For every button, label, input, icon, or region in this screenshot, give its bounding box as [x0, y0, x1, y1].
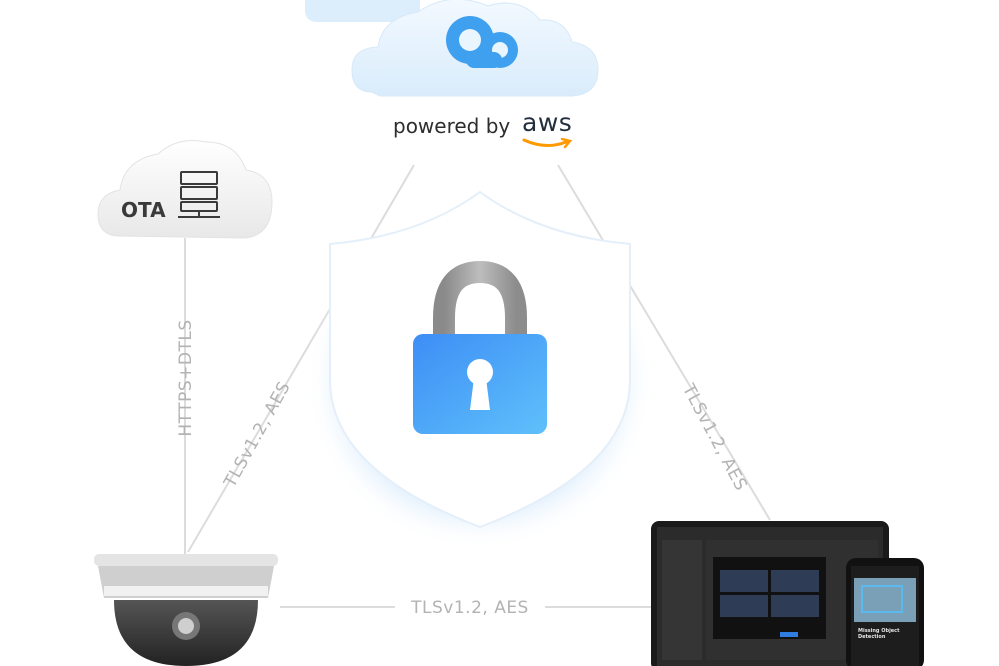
label-cloud-camera: TLSv1.2, AES: [220, 378, 295, 492]
line-cloud-camera: [187, 164, 415, 553]
phone-app-title: Missing Object Detection: [858, 628, 900, 640]
line-cloud-app: [557, 164, 771, 521]
label-camera-app: TLSv1.2, AES: [410, 598, 529, 618]
aws-logo-text: aws: [522, 108, 573, 137]
ota-label: OTA: [121, 198, 166, 222]
server-icon: [178, 171, 220, 218]
aws-smile-icon: [522, 138, 573, 149]
dome-camera-icon: [94, 554, 278, 666]
cloud-brand-prefix: powered by: [393, 114, 511, 138]
label-https-dtls: HTTPS+DTLS: [176, 319, 196, 436]
tablet-phone-app-icon: [651, 521, 924, 666]
connector-lines: [184, 164, 771, 608]
ota-cloud: [97, 140, 273, 239]
padlock-shield-icon: [305, 190, 655, 550]
aws-cloud: [305, 0, 599, 97]
cloud-logo-icon: [446, 16, 518, 68]
background-cloud: [305, 0, 420, 22]
label-cloud-app: TLSv1.2, AES: [677, 380, 750, 494]
